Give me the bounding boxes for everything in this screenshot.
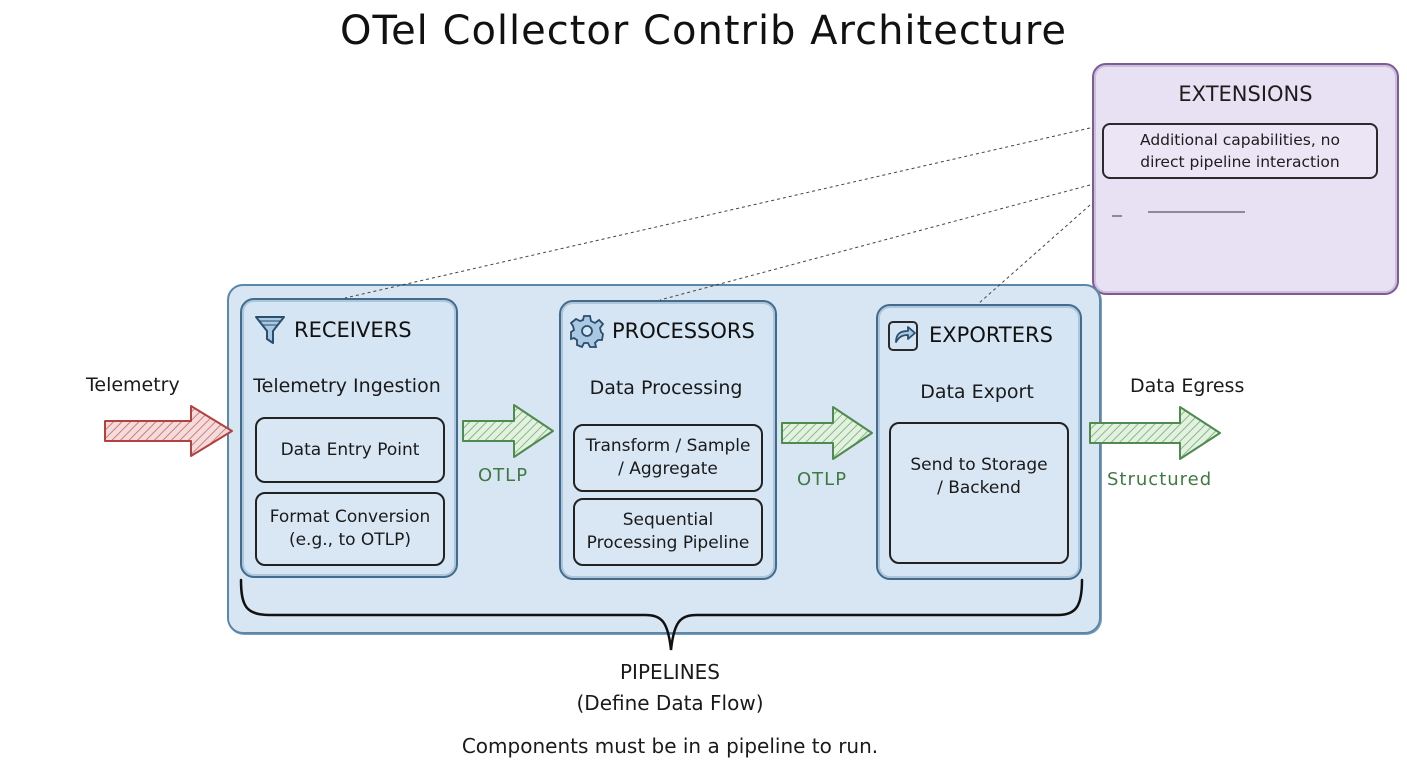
receivers-item-0-text: Data Entry Point xyxy=(280,439,420,460)
receivers-header: RECEIVERS xyxy=(254,314,412,346)
link-label-receivers-processors: OTLP xyxy=(478,465,529,486)
funnel-icon xyxy=(255,316,285,344)
flow-arrow-processors-exporters xyxy=(781,406,873,460)
pipelines-note: Components must be in a pipeline to run. xyxy=(461,734,879,758)
exporters-title: EXPORTERS xyxy=(929,323,1053,347)
extensions-description-text: Additional capabilities, no direct pipel… xyxy=(1139,131,1340,171)
flow-arrow-receivers-processors xyxy=(462,404,554,458)
input-label: Telemetry xyxy=(86,374,180,396)
exporters-header: EXPORTERS xyxy=(887,318,1053,352)
extensions-description: Additional capabilities, no direct pipel… xyxy=(1102,123,1378,179)
processors-item-0: Transform / Sample / Aggregate xyxy=(573,424,763,492)
processors-item-0-text: Transform / Sample / Aggregate xyxy=(585,436,751,479)
extension-connector-receivers xyxy=(344,127,1091,299)
output-arrow xyxy=(1089,406,1221,460)
input-arrow xyxy=(104,405,233,457)
receivers-item-1-text: Format Conversion (e.g., to OTLP) xyxy=(269,507,431,550)
processors-item-1: Sequential Processing Pipeline xyxy=(573,498,763,566)
export-arrow-icon xyxy=(888,321,918,351)
pipelines-title: PIPELINES xyxy=(620,660,720,684)
exporters-item-0-text: Send to Storage / Backend xyxy=(910,455,1048,498)
extensions-box xyxy=(1092,63,1399,295)
output-format-label: Structured xyxy=(1107,469,1213,490)
extension-connector-processors xyxy=(659,184,1091,301)
processors-item-1-text: Sequential Processing Pipeline xyxy=(586,510,750,553)
exporters-subtitle: Data Export xyxy=(920,381,1034,403)
page-title: OTel Collector Contrib Architecture xyxy=(339,8,1068,54)
receivers-item-0: Data Entry Point xyxy=(255,417,445,483)
processors-header: PROCESSORS xyxy=(570,314,755,348)
receivers-item-1: Format Conversion (e.g., to OTLP) xyxy=(255,492,445,566)
link-label-processors-exporters: OTLP xyxy=(797,469,848,490)
output-label: Data Egress xyxy=(1130,375,1245,397)
processors-subtitle: Data Processing xyxy=(589,377,743,399)
gear-icon xyxy=(570,315,604,348)
receivers-title: RECEIVERS xyxy=(294,318,412,342)
extensions-title: EXTENSIONS xyxy=(1178,82,1313,106)
processors-title: PROCESSORS xyxy=(612,319,755,343)
pipelines-brace xyxy=(239,578,1084,651)
extension-connector-exporters xyxy=(977,204,1091,305)
exporters-item-0: Send to Storage / Backend xyxy=(889,422,1069,564)
pipelines-subtitle: (Define Data Flow) xyxy=(576,691,764,715)
receivers-subtitle: Telemetry Ingestion xyxy=(253,375,441,397)
